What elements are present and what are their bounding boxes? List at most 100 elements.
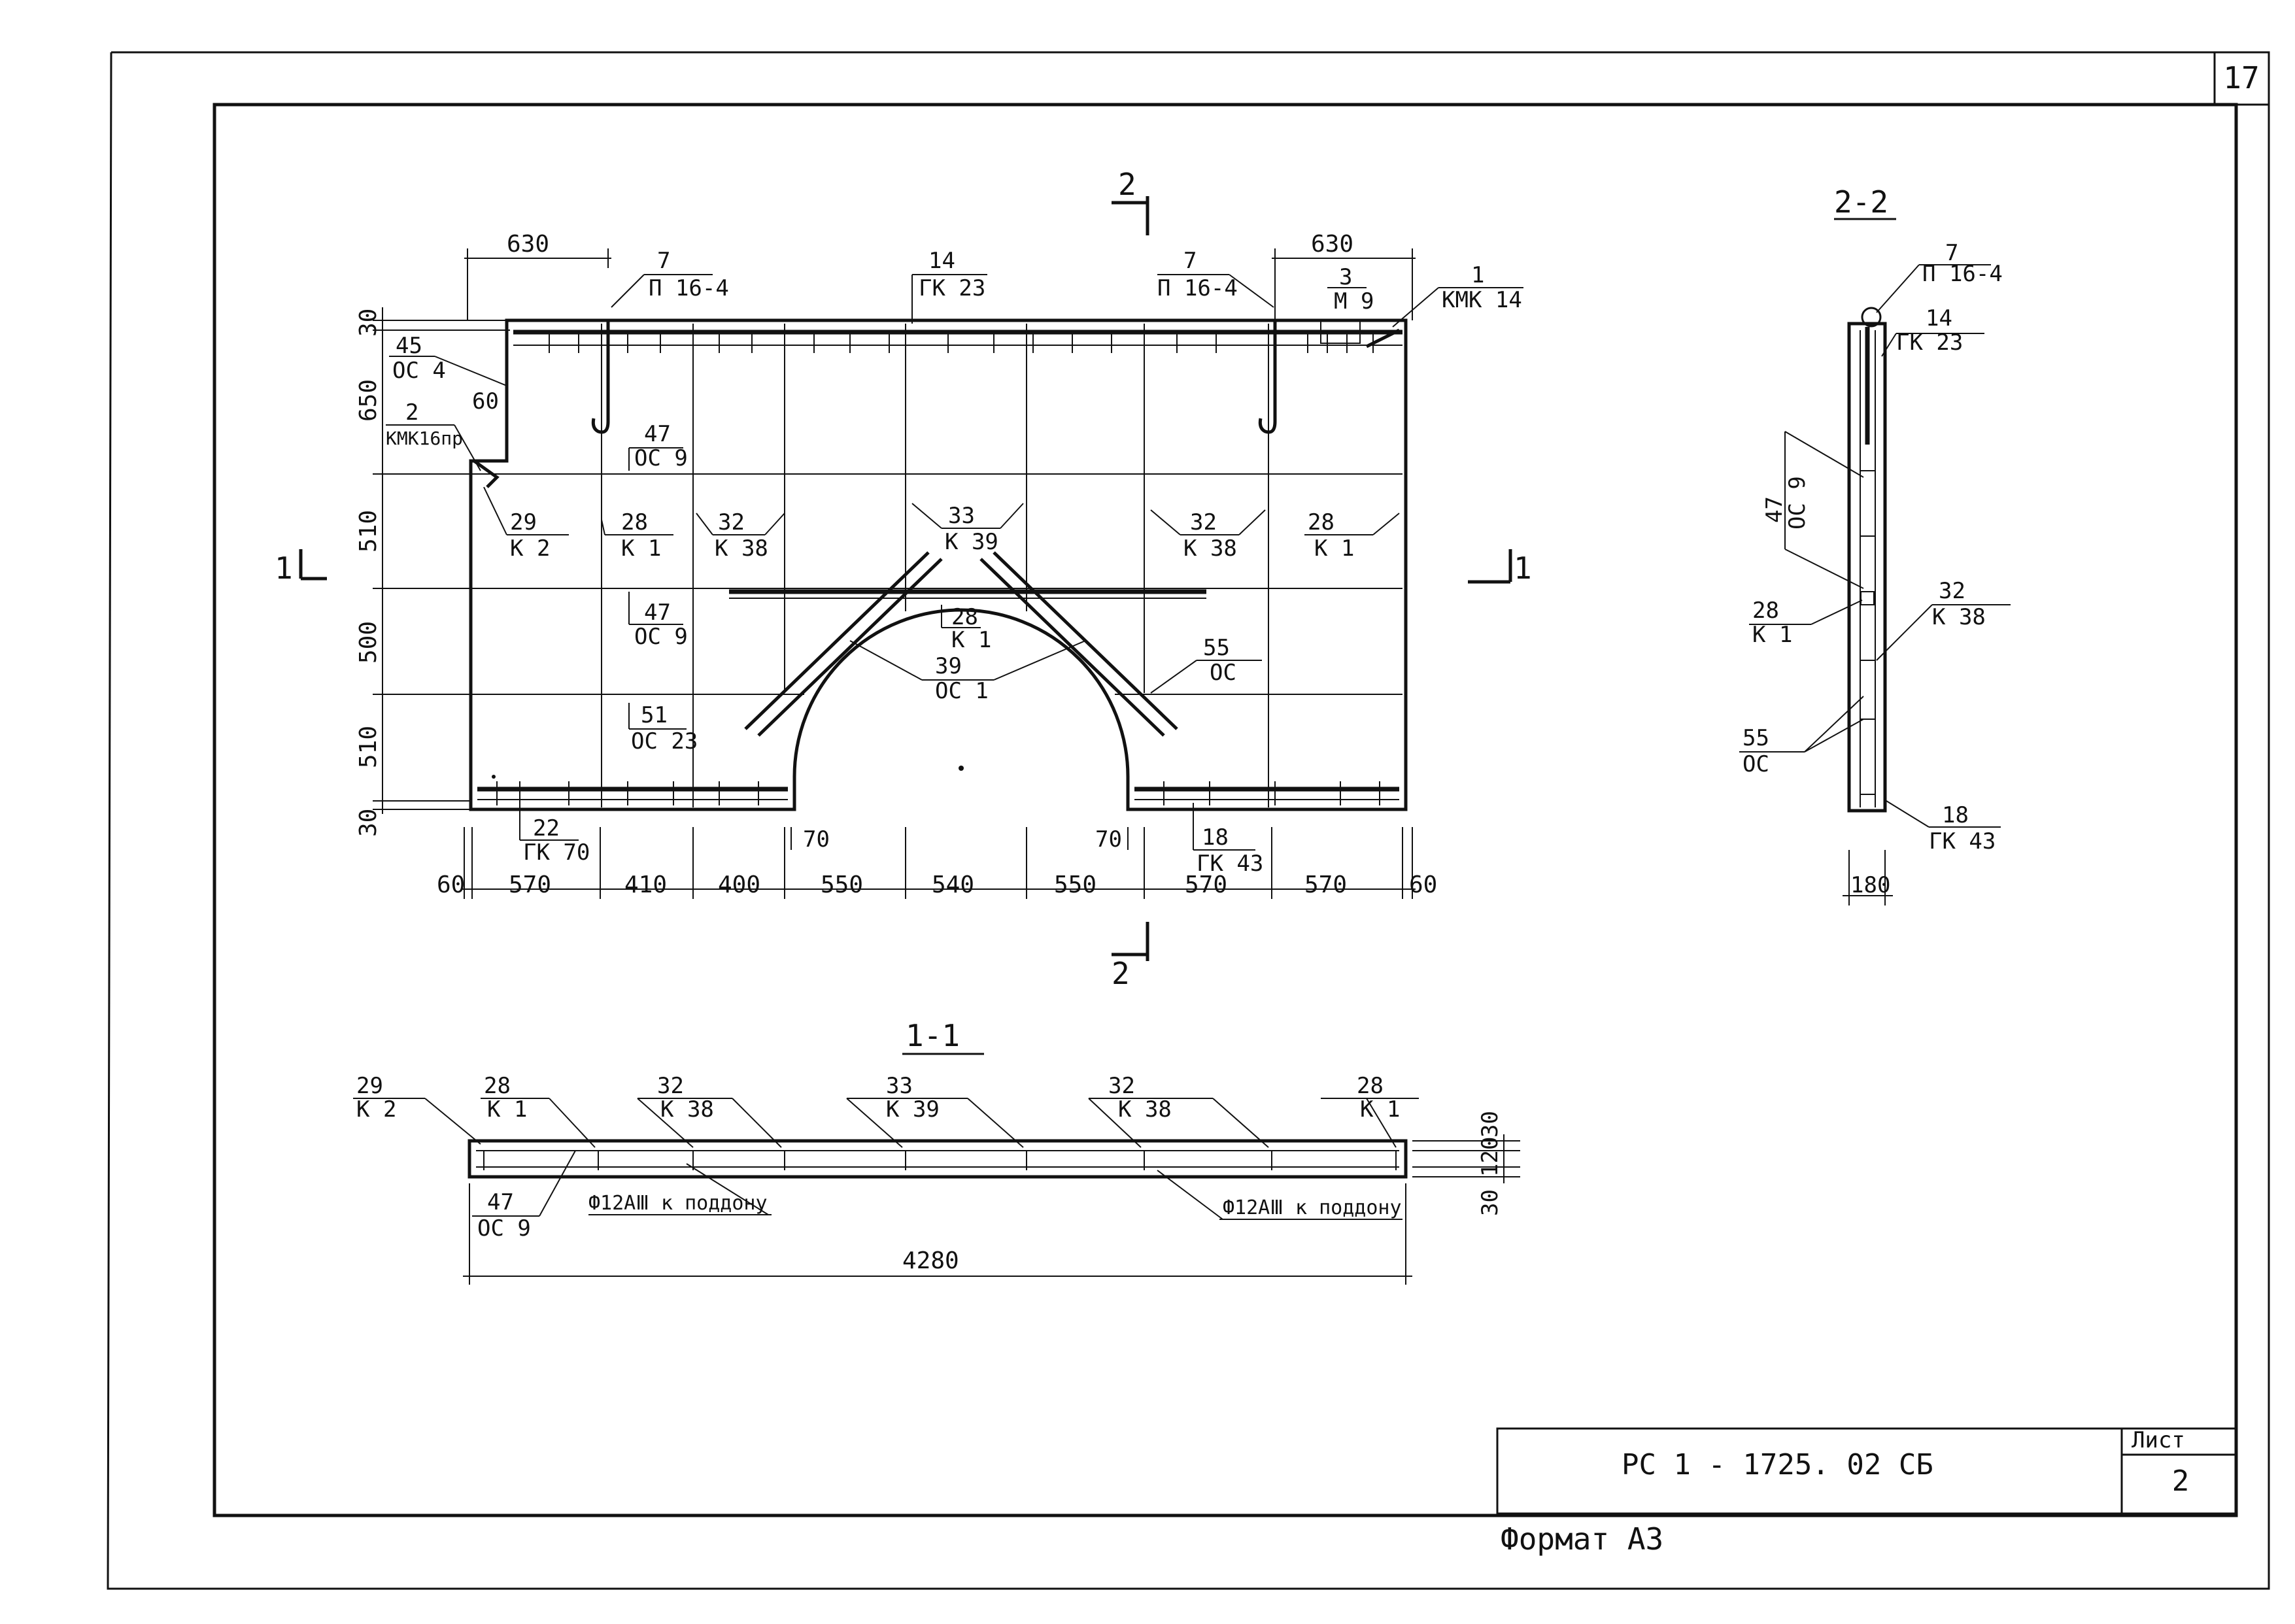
svg-text:ОС: ОС [1210,660,1236,686]
svg-text:28: 28 [1308,509,1334,535]
svg-text:18: 18 [1202,824,1229,851]
svg-text:М 9: М 9 [1334,288,1374,314]
svg-text:400: 400 [718,871,760,898]
svg-text:28: 28 [484,1073,511,1099]
svg-text:К 1: К 1 [487,1096,527,1123]
svg-text:ОС 23: ОС 23 [631,728,698,754]
svg-text:540: 540 [932,871,974,898]
list-number: 2 [2172,1464,2190,1498]
svg-text:ОС 4: ОС 4 [392,358,446,384]
svg-text:К 2: К 2 [356,1096,396,1123]
callouts-front: 7 П 16-4 14 ГК 23 7 П 16-4 3 М 9 1 КМК 1… [386,248,1523,877]
svg-text:К 1: К 1 [1314,535,1354,562]
svg-text:630: 630 [1311,231,1353,258]
section-mark-left: 1 [275,549,327,586]
panel-outline [469,318,1408,811]
svg-text:30: 30 [355,309,382,337]
svg-text:28: 28 [951,604,978,630]
svg-text:2: 2 [1112,956,1130,991]
lifting-loop-left [591,320,610,434]
section-mark-right: 1 [1468,549,1532,586]
svg-text:3: 3 [1339,264,1352,290]
svg-text:1: 1 [1471,262,1484,288]
outer-frame [107,51,2270,1590]
svg-text:ОС 9: ОС 9 [634,445,688,471]
bottom-rail-ticks [496,781,1380,805]
svg-text:К 38: К 38 [660,1096,714,1123]
svg-text:ОС 9: ОС 9 [477,1215,531,1242]
front-view: 2 2 1 1 630 630 [275,167,1532,991]
svg-text:47: 47 [487,1189,514,1215]
svg-text:570: 570 [509,871,551,898]
svg-text:КМК16пр: КМК16пр [386,428,463,449]
list-label: Лист [2132,1427,2185,1453]
page-number: 17 [2223,60,2259,95]
top-rail-ticks [549,330,1374,353]
svg-text:К 38: К 38 [715,535,768,562]
svg-text:28: 28 [1752,598,1779,624]
page-number-box: 17 [2213,52,2269,106]
svg-text:ОС: ОС [1742,751,1769,777]
svg-text:К 39: К 39 [945,529,998,555]
svg-text:47: 47 [644,421,671,447]
svg-text:60: 60 [1409,871,1437,898]
inner-frame [212,103,2238,1517]
svg-text:П 16-4: П 16-4 [1157,275,1238,301]
svg-text:55: 55 [1203,635,1230,661]
svg-text:32: 32 [718,509,745,535]
section-mark-top: 2 [1112,167,1149,235]
svg-text:70: 70 [803,826,830,853]
svg-text:22: 22 [533,815,560,841]
svg-text:70: 70 [1095,826,1122,853]
svg-text:55: 55 [1742,725,1769,751]
svg-text:ГК 70: ГК 70 [523,839,590,866]
svg-text:К 38: К 38 [1932,604,1986,630]
svg-text:28: 28 [1357,1073,1384,1099]
svg-text:32: 32 [1939,578,1965,604]
svg-text:47: 47 [644,600,671,626]
svg-text:410: 410 [624,871,667,898]
section-1-1: 1-1 29 К 2 28 К 1 32 К 38 33 К 39 32 К 3… [353,1018,1520,1285]
svg-text:51: 51 [641,702,668,728]
svg-text:П 16-4: П 16-4 [649,275,729,301]
svg-text:30: 30 [355,809,382,837]
section-2-2: 2-2 7 П 16-4 14 ГК 23 47 ОС 9 28 К 1 32 … [1739,184,2011,905]
lifting-loop-right [1258,320,1277,434]
svg-text:47: 47 [1761,496,1788,523]
svg-text:К 1: К 1 [1360,1096,1400,1123]
svg-text:К 38: К 38 [1183,535,1237,562]
svg-text:510: 510 [355,510,382,552]
svg-text:30: 30 [1477,1111,1503,1138]
svg-text:ГК 43: ГК 43 [1929,828,1996,854]
svg-text:К 39: К 39 [886,1096,940,1123]
note-right: Ф12АⅢ к поддону [1223,1196,1402,1219]
svg-text:39: 39 [935,653,962,679]
svg-text:33: 33 [886,1073,913,1099]
svg-text:60: 60 [472,388,499,414]
svg-text:К 1: К 1 [621,535,661,562]
svg-text:1: 1 [275,550,293,586]
svg-text:К 1: К 1 [951,627,991,653]
note-left: Ф12АⅢ к поддону [588,1192,768,1215]
title-block: РС 1 - 1725. 02 СБ Лист 2 [1496,1427,2237,1515]
svg-text:ГК 43: ГК 43 [1197,851,1263,877]
svg-text:2: 2 [1118,167,1136,202]
svg-text:630: 630 [507,231,549,258]
section-mark-bottom: 2 [1112,922,1149,991]
svg-text:29: 29 [356,1073,383,1099]
svg-text:650: 650 [355,379,382,422]
svg-text:ОС 9: ОС 9 [634,624,688,650]
dims-left: 30 650 510 500 510 30 60 [355,307,510,837]
dims-top: 630 630 [464,231,1416,320]
svg-text:550: 550 [1054,871,1096,898]
svg-text:550: 550 [821,871,863,898]
svg-text:ГК 23: ГК 23 [1896,330,1963,356]
svg-text:К 2: К 2 [510,535,550,562]
svg-text:60: 60 [437,871,465,898]
svg-text:120: 120 [1477,1137,1503,1177]
svg-text:570: 570 [1185,871,1227,898]
svg-text:2: 2 [405,399,418,426]
svg-text:45: 45 [396,333,422,359]
svg-text:П 16-4: П 16-4 [1922,261,2003,287]
